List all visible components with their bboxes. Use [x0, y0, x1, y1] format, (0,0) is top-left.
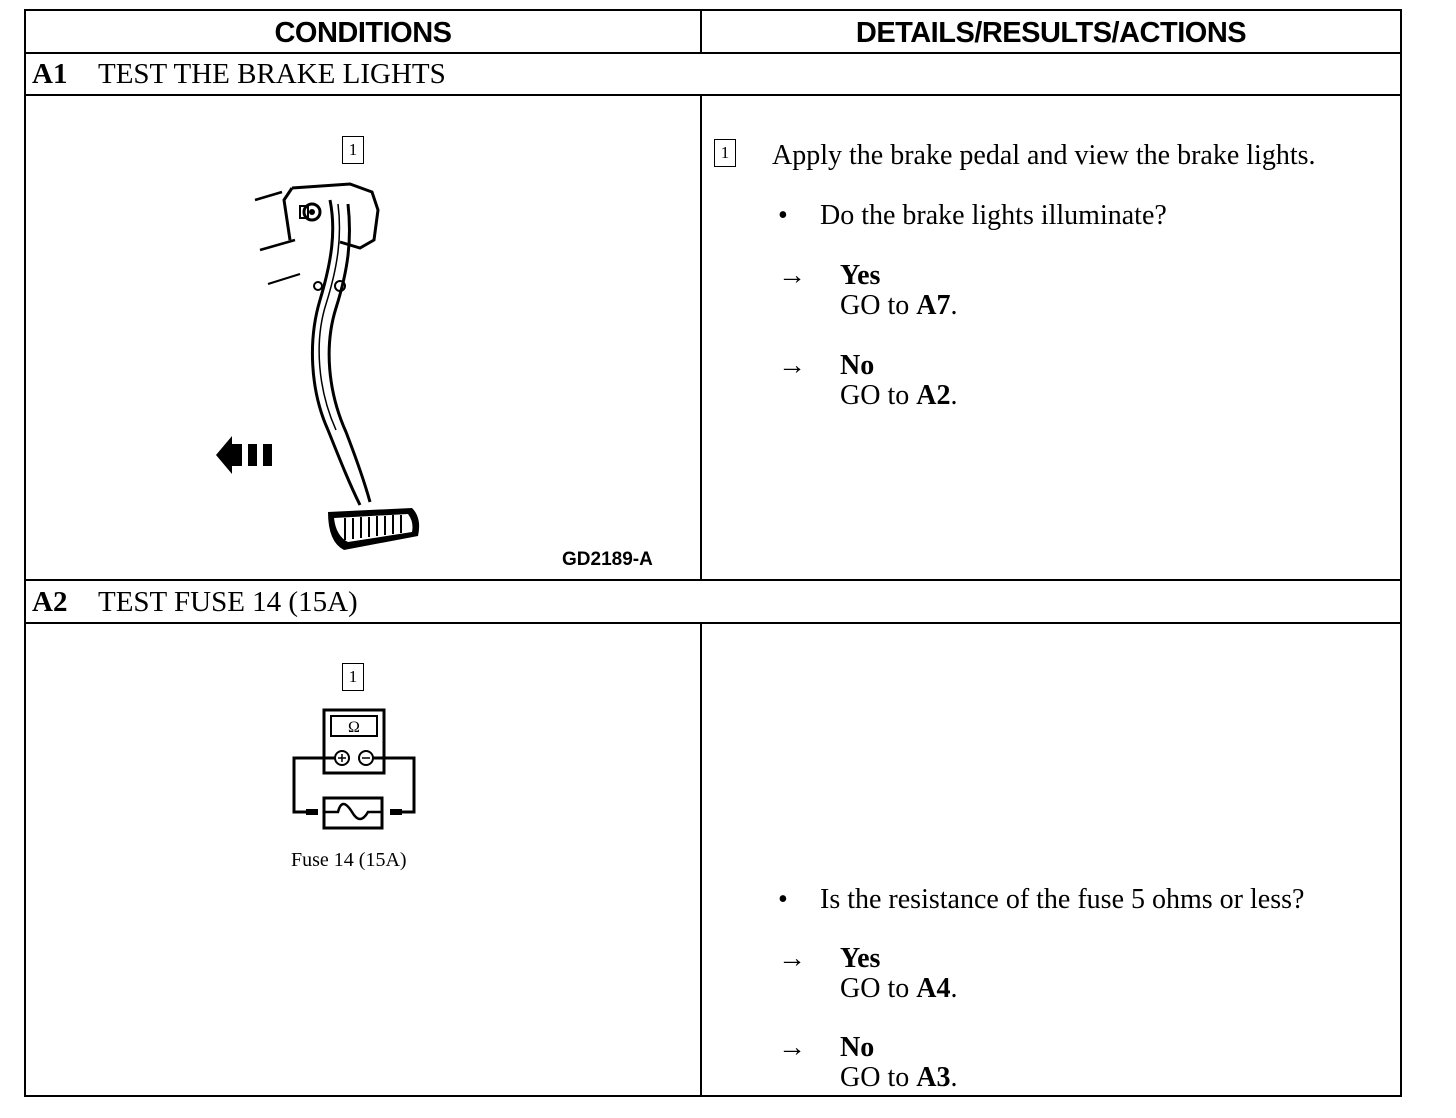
ohmmeter-symbol: Ω	[348, 719, 360, 736]
a1-question-text: Do the brake lights illuminate?	[820, 200, 1167, 231]
ohmmeter-fuse-diagram: Ω	[292, 708, 416, 830]
a2-figure-step-marker: 1	[342, 663, 364, 691]
a1-yes-label: Yes	[840, 260, 881, 291]
a1-title-divider	[24, 94, 1402, 96]
a1-no-suffix: .	[950, 380, 958, 411]
a2-question-text: Is the resistance of the fuse 5 ohms or …	[820, 884, 1305, 915]
fuse-caption: Fuse 14 (15A)	[291, 849, 407, 871]
a2-no-label: No	[840, 1032, 875, 1063]
a2-yes-suffix: .	[950, 973, 958, 1004]
a2-no-target: A3	[916, 1062, 951, 1093]
a2-yes-action: GO to A4.	[840, 973, 957, 1005]
a1-yes-action-prefix: GO to	[840, 290, 917, 321]
a2-no-action: GO to A3.	[840, 1062, 957, 1094]
a2-top-divider	[24, 579, 1402, 581]
diagnostic-table	[24, 9, 1402, 1097]
a2-step-id: A2	[32, 586, 68, 618]
a1-instruction-text: Apply the brake pedal and view the brake…	[772, 140, 1316, 171]
a1-yes-action: GO to A7.	[840, 290, 957, 322]
a1-no-target: A2	[916, 380, 951, 411]
a1-yes-target: A7	[916, 290, 951, 321]
a2-no-action-prefix: GO to	[840, 1062, 917, 1093]
brake-pedal-illustration	[216, 182, 420, 550]
a1-no-label: No	[840, 350, 875, 381]
a1-step-title: TEST THE BRAKE LIGHTS	[98, 58, 446, 90]
a1-figure-step-marker: 1	[342, 136, 364, 164]
a2-section-title: A2 TEST FUSE 14 (15A)	[32, 583, 358, 621]
a1-instruction-step-marker: 1	[714, 139, 736, 167]
a2-no-suffix: .	[950, 1062, 958, 1093]
a2-yes-action-prefix: GO to	[840, 973, 917, 1004]
conditions-header: CONDITIONS	[274, 17, 452, 49]
a1-figure-code: GD2189-A	[562, 549, 653, 570]
a2-step-title: TEST FUSE 14 (15A)	[98, 586, 358, 618]
a1-question-bullet: •	[778, 200, 788, 231]
a1-no-action-prefix: GO to	[840, 380, 917, 411]
a2-question-bullet: •	[778, 884, 788, 915]
a1-step-id: A1	[32, 58, 68, 90]
a1-yes-arrow: →	[778, 260, 806, 291]
a2-yes-label: Yes	[840, 943, 881, 974]
a1-column-divider	[700, 94, 702, 581]
a1-no-arrow: →	[778, 350, 806, 381]
header-divider	[24, 52, 1402, 54]
a2-title-divider	[24, 622, 1402, 624]
a1-yes-suffix: .	[950, 290, 958, 321]
a2-yes-arrow: →	[778, 943, 806, 974]
header-column-divider	[700, 9, 702, 53]
a2-column-divider	[700, 622, 702, 1097]
a1-no-action: GO to A2.	[840, 380, 957, 412]
details-header: DETAILS/RESULTS/ACTIONS	[855, 17, 1247, 49]
a2-yes-target: A4	[916, 973, 951, 1004]
a2-no-arrow: →	[778, 1032, 806, 1063]
a1-section-title: A1 TEST THE BRAKE LIGHTS	[32, 55, 446, 93]
